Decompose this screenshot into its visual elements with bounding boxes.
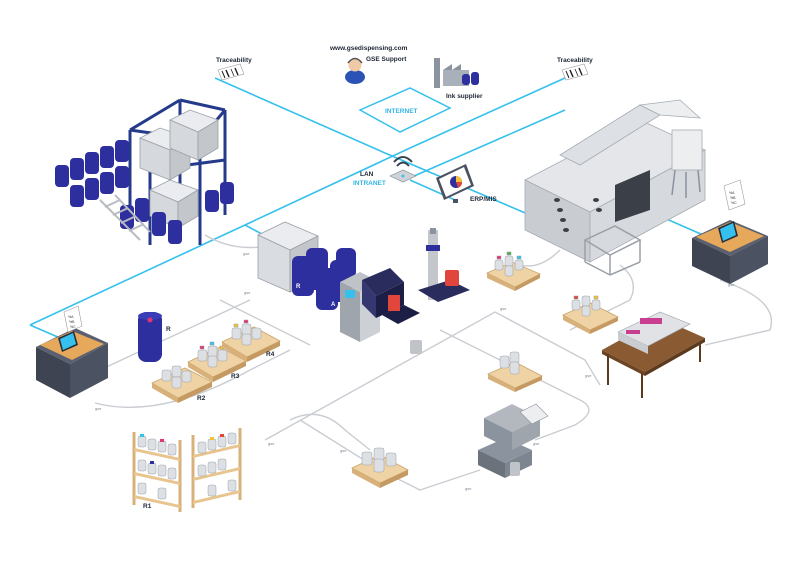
svg-text:gse: gse [268, 441, 275, 446]
svg-text:%A: %A [729, 191, 735, 195]
svg-text:%B: %B [69, 320, 75, 324]
intranet-label: INTRANET [353, 180, 386, 187]
lan-label: LAN [360, 171, 374, 178]
ibc-tote [169, 109, 219, 161]
support-agent-icon [345, 57, 365, 84]
barcode-icon [561, 63, 589, 81]
pallet-bottom [351, 447, 409, 488]
svg-text:%C: %C [70, 325, 76, 329]
erp-mis: ERP/MIS [436, 164, 497, 203]
lan-router: LAN INTRANET [353, 156, 417, 187]
right-workstation: %A %B %C [692, 179, 768, 284]
svg-text:%C: %C [731, 201, 737, 205]
ibc-tote [149, 179, 199, 229]
laptop-icon [718, 221, 738, 243]
support-label: GSE Support [366, 56, 407, 63]
central-dispensing-station: R B A [257, 221, 470, 354]
traceability-right-label: Traceability [557, 57, 593, 64]
erp-label: ERP/MIS [470, 196, 497, 203]
pallet-r3-label: R3 [231, 373, 240, 380]
cart-frame [583, 225, 642, 276]
barcode-icon [217, 63, 245, 81]
traceability-left-label: Traceability [216, 57, 252, 64]
lift-column [418, 228, 470, 302]
svg-text:gse: gse [728, 282, 735, 287]
svg-text:%A: %A [68, 315, 74, 319]
pallet-r3: R3 [187, 341, 247, 382]
drum-label-b: B [312, 294, 317, 300]
drum-label-a: A [331, 302, 336, 308]
shelving-r1-label: R1 [143, 503, 152, 510]
svg-text:gse: gse [243, 251, 250, 256]
svg-text:gse: gse [500, 306, 507, 311]
svg-text:gse: gse [340, 448, 347, 453]
weighing-scale [382, 295, 420, 324]
gse-support: www.gsedispensing.com GSE Support [329, 45, 408, 84]
proofer-machine [617, 311, 691, 354]
traceability-right: Traceability [557, 57, 593, 81]
document-sheet: %A %B %C [63, 305, 83, 333]
wifi-router-icon [389, 156, 417, 183]
ink-mixer [478, 403, 549, 478]
ink-supplier-label: Ink supplier [446, 93, 483, 100]
left-workstation: %A %B %C [36, 305, 108, 398]
pallet-r2: R2 [151, 365, 213, 403]
ink-supplier: Ink supplier [434, 58, 483, 100]
printing-press [524, 99, 706, 276]
internet-hub: INTERNET [358, 87, 452, 133]
svg-text:gse: gse [533, 441, 540, 446]
pipe-lines: gse gse gse gse gse gse gse gse gse gse [94, 234, 772, 491]
pallet-r4-label: R4 [266, 351, 275, 358]
pallet-right-center [562, 295, 619, 334]
access-stairs [99, 194, 151, 241]
proofing-table [602, 311, 705, 398]
svg-text:gse: gse [465, 486, 472, 491]
shelving-r1: R1 [132, 428, 242, 512]
internet-label: INTERNET [385, 108, 418, 115]
pallet-middle [487, 351, 543, 392]
svg-text:%B: %B [730, 196, 736, 200]
document-sheet: %A %B %C [723, 179, 746, 211]
drum-r-label: R [166, 326, 171, 333]
drum-r: R [138, 312, 171, 362]
traceability-left: Traceability [216, 57, 252, 81]
pallet-r4: R4 [221, 319, 281, 362]
pallet-r2-label: R2 [197, 395, 206, 402]
svg-text:gse: gse [585, 373, 592, 378]
website-label: www.gsedispensing.com [329, 45, 408, 52]
ink-pail [410, 340, 422, 354]
pallet-top-center [486, 251, 541, 291]
factory-icon [434, 58, 479, 88]
monitor-icon [436, 164, 474, 203]
bulk-ink-storage [55, 98, 234, 245]
svg-text:gse: gse [244, 290, 251, 295]
laptop-icon [58, 331, 78, 352]
svg-text:gse: gse [95, 406, 102, 411]
drum-label-r: R [296, 284, 301, 290]
